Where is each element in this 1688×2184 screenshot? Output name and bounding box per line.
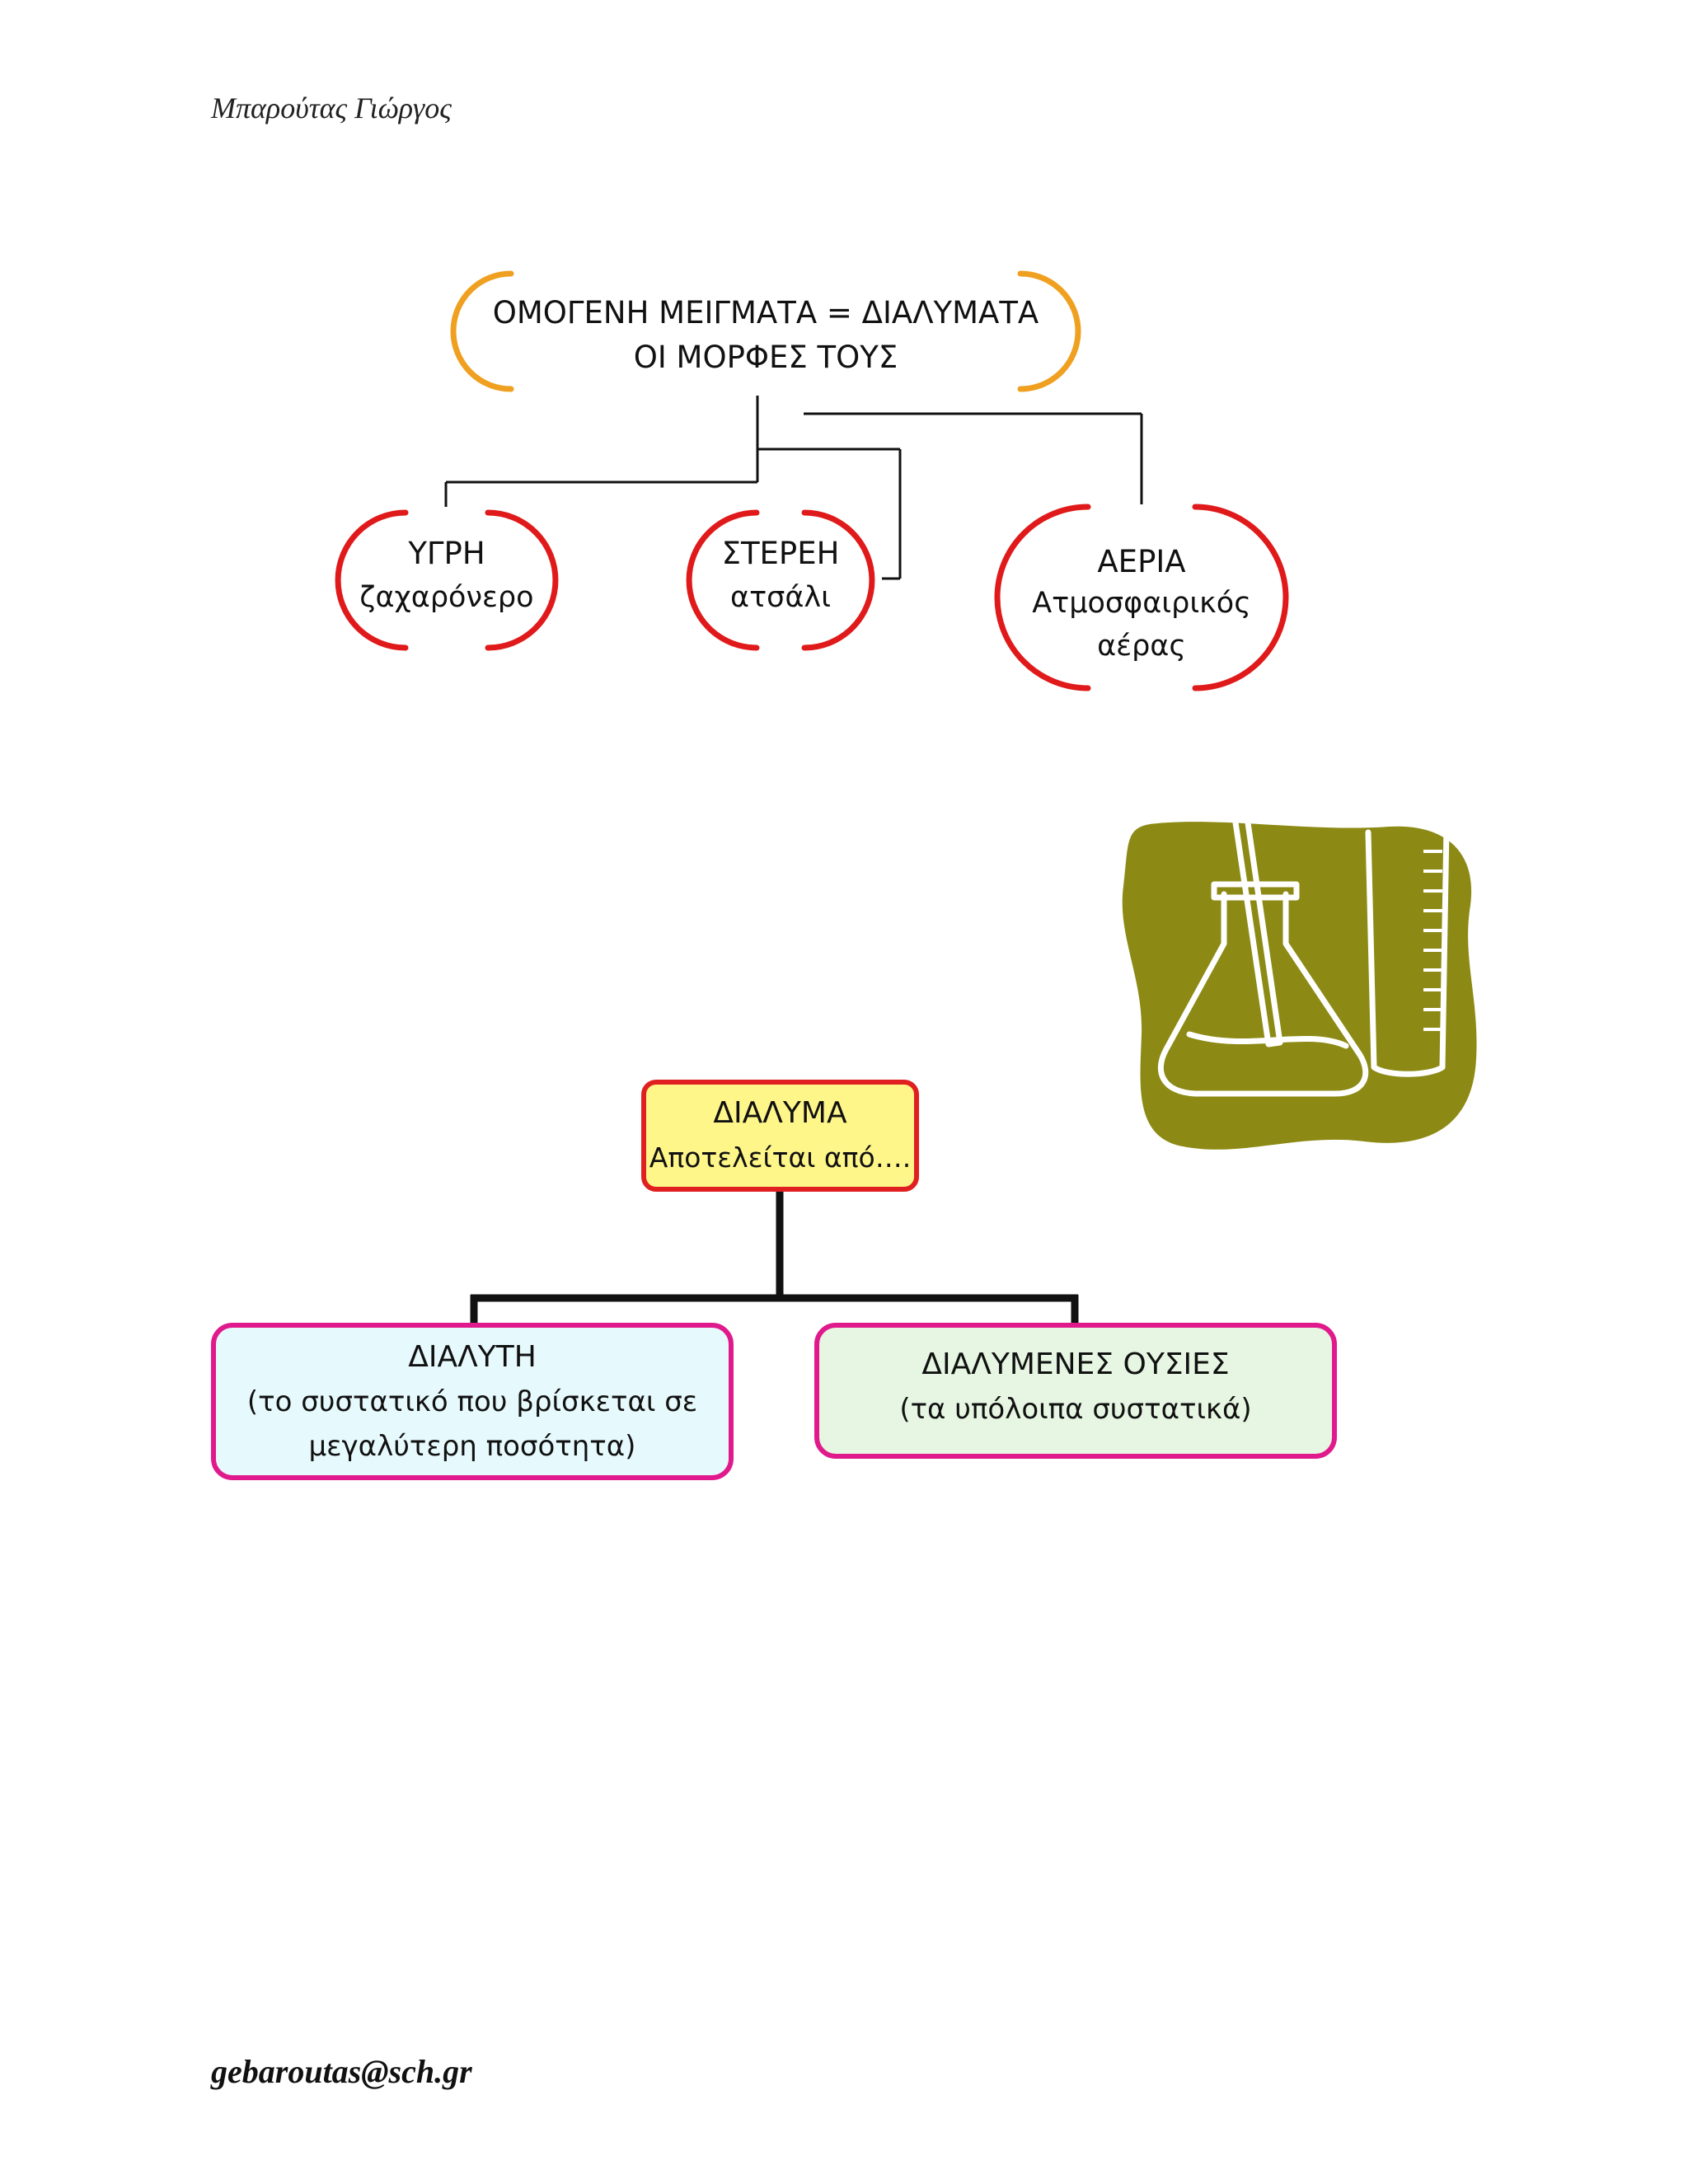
form-solid-example: ατσάλι	[730, 581, 831, 614]
solvent-desc-line-1: (το συστατικό που βρίσκεται σε	[246, 1385, 698, 1418]
solutes-box: ΔΙΑΛΥΜΕΝΕΣ ΟΥΣΙΕΣ (τα υπόλοιπα συστατικά…	[814, 1323, 1337, 1459]
form-brackets	[335, 504, 1289, 691]
form-gas-title: ΑΕΡΙΑ	[1097, 544, 1186, 579]
solutes-title: ΔΙΑΛΥΜΕΝΕΣ ΟΥΣΙΕΣ	[921, 1347, 1230, 1381]
solvent-title: ΔΙΑΛΥΤΗ	[408, 1339, 537, 1374]
root-brackets	[450, 270, 1081, 392]
form-solid-title: ΣΤΕΡΕΗ	[721, 536, 840, 571]
footer-email: gebaroutas@sch.gr	[211, 2053, 472, 2090]
solvent-box: ΔΙΑΛΥΤΗ (το συστατικό που βρίσκεται σε μ…	[211, 1323, 734, 1480]
form-liquid-title: ΥΓΡΗ	[408, 536, 485, 571]
form-liquid-example: ζαχαρόνερο	[359, 581, 534, 614]
solution-title: ΔΙΑΛΥΜΑ	[713, 1096, 847, 1130]
form-gas-example-line-2: αέρας	[1097, 630, 1186, 663]
lab-glassware-icon	[1122, 797, 1477, 1150]
root-line-1: ΟΜΟΓΕΝΗ ΜΕΙΓΜΑΤΑ = ΔΙΑΛΥΜΑΤΑ	[492, 295, 1039, 330]
solution-subtitle: Αποτελείται από….	[649, 1141, 912, 1174]
solvent-desc-line-2: μεγαλύτερη ποσότητα)	[308, 1429, 636, 1463]
top-connectors	[444, 396, 1143, 580]
solutes-desc-line-1: (τα υπόλοιπα συστατικά)	[899, 1393, 1252, 1426]
bottom-connectors	[470, 1192, 1079, 1325]
author-header: Μπαρούτας Γιώργος	[211, 91, 452, 124]
solution-box: ΔΙΑΛΥΜΑ Αποτελείται από….	[641, 1080, 919, 1192]
form-gas-example-line-1: Ατμοσφαιρικός	[1032, 587, 1251, 620]
root-line-2: ΟΙ ΜΟΡΦΕΣ ΤΟΥΣ	[633, 340, 898, 375]
